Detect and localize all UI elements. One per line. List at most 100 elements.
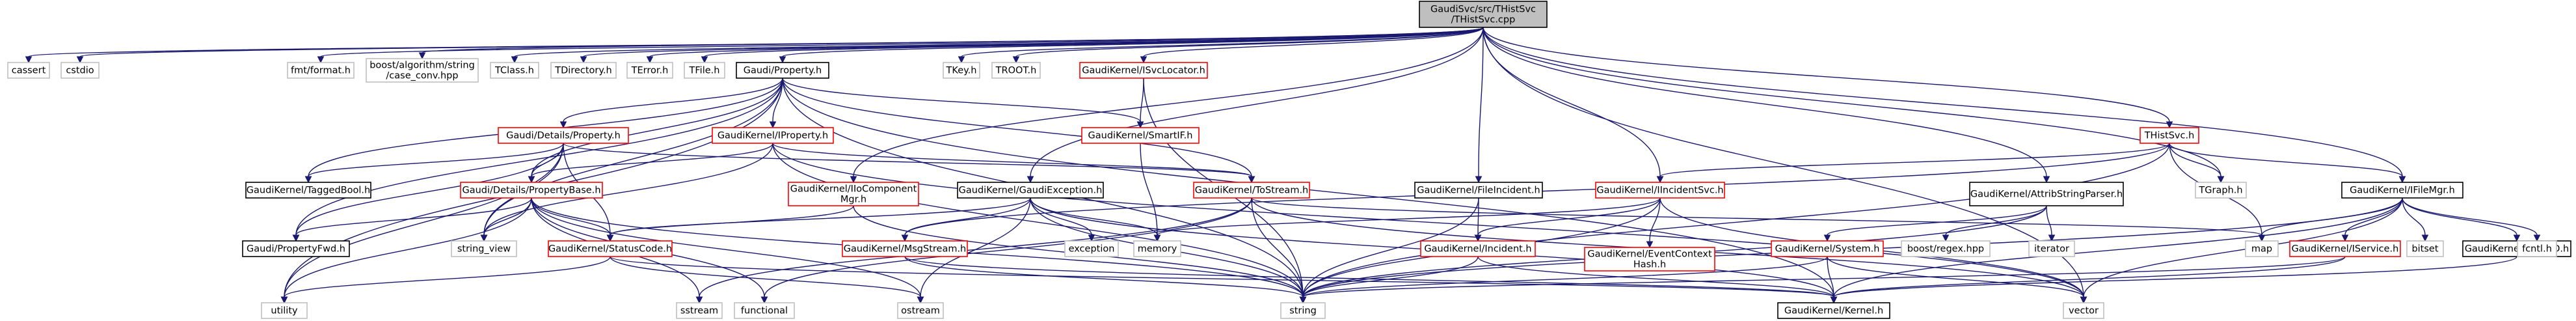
dependency-edge xyxy=(772,143,1304,298)
node-label: GaudiKernel/Incident.h xyxy=(1424,244,1531,255)
node-box xyxy=(1193,182,1310,199)
dependency-arrowhead xyxy=(292,234,300,242)
edge-layer xyxy=(25,27,2541,304)
dependency-edge xyxy=(772,143,2084,298)
node-tkey: TKey.h xyxy=(943,62,980,79)
node-attribparser[interactable]: GaudiKernel/AttribStringParser.h xyxy=(1969,182,2124,206)
node-box xyxy=(1595,182,1725,199)
node-fileincident[interactable]: GaudiKernel/FileIncident.h xyxy=(1414,182,1543,199)
node-tostream[interactable]: GaudiKernel/ToStream.h xyxy=(1193,182,1310,199)
node-label: fmt/format.h xyxy=(291,66,351,76)
node-label: bitset xyxy=(2411,244,2438,255)
dependency-edge xyxy=(1302,256,1828,298)
dependency-edge xyxy=(563,143,1252,177)
node-label: TGraph.h xyxy=(2198,186,2242,196)
dependency-arrowhead xyxy=(701,56,708,64)
node-box xyxy=(1079,62,1208,79)
dependency-edge xyxy=(320,27,1484,57)
node-root: GaudiSvc/src/THistSvc/THistSvc.cpp xyxy=(1419,1,1548,28)
node-gaudiexc[interactable]: GaudiKernel/GaudiException.h xyxy=(957,182,1104,199)
node-system[interactable]: GaudiKernel/System.h xyxy=(1771,240,1884,257)
node-box xyxy=(287,62,355,79)
node-propbase[interactable]: Gaudi/Details/PropertyBase.h xyxy=(460,182,603,199)
dependency-edge xyxy=(1302,256,1479,298)
node-bitset: bitset xyxy=(2406,240,2444,257)
node-label: TROOT.h xyxy=(995,66,1037,76)
dependency-edge xyxy=(1827,205,2047,236)
dependency-arrowhead xyxy=(317,56,325,64)
node-label: string_view xyxy=(457,244,511,255)
dependency-arrowhead xyxy=(958,56,965,64)
node-terror: TError.h xyxy=(626,62,673,79)
dependency-edge xyxy=(2169,143,2221,177)
dependency-edge xyxy=(295,143,564,236)
node-box xyxy=(626,62,673,79)
node-fmt: fmt/format.h xyxy=(287,62,355,79)
node-taggedbool[interactable]: GaudiKernel/TaggedBool.h xyxy=(245,182,371,199)
node-box xyxy=(1584,247,1715,272)
node-box xyxy=(498,127,629,144)
node-label: GaudiKernel/System.h xyxy=(1775,244,1880,255)
node-box xyxy=(842,240,968,257)
dependency-edge xyxy=(772,143,1252,177)
node-label: GaudiKernel/AttribStringParser.h xyxy=(1970,189,2123,200)
node-box xyxy=(2140,127,2199,144)
node-iservice[interactable]: GaudiKernel/IService.h xyxy=(2289,240,2401,257)
node-label: cstdio xyxy=(66,66,94,76)
dependency-edge xyxy=(79,27,1484,57)
node-label: Gaudi/Property.h xyxy=(744,66,822,76)
node-propfwd[interactable]: Gaudi/PropertyFwd.h xyxy=(242,240,350,257)
node-statuscode[interactable]: GaudiKernel/StatusCode.h xyxy=(548,240,673,257)
node-label: GaudiKernel/IIoComponent xyxy=(790,184,917,195)
node-box xyxy=(2028,240,2075,257)
node-msgstream[interactable]: GaudiKernel/MsgStream.h xyxy=(842,240,968,257)
node-box xyxy=(2195,182,2247,199)
dependency-edge xyxy=(1477,256,1834,298)
node-box xyxy=(548,240,673,257)
dependency-arrowhead xyxy=(1830,296,1838,304)
dependency-edge xyxy=(1140,77,1144,122)
node-label: GaudiKernel/ToStream.h xyxy=(1195,186,1309,196)
node-label: GaudiKernel/IFileMgr.h xyxy=(2350,186,2455,196)
dependency-arrowhead xyxy=(2341,234,2349,242)
dependency-edge xyxy=(308,143,564,177)
dependency-edge xyxy=(531,143,773,177)
dependency-edge xyxy=(2402,197,2426,236)
node-iincidentsvc[interactable]: GaudiKernel/IIncidentSvc.h xyxy=(1595,182,1725,199)
node-functional: functional xyxy=(734,302,795,319)
node-incident[interactable]: GaudiKernel/Incident.h xyxy=(1420,240,1536,257)
node-label: GaudiKernel/SmartIF.h xyxy=(1088,131,1193,141)
node-stringview: string_view xyxy=(451,240,517,257)
dependency-arrowhead xyxy=(850,176,857,184)
node-sstream: sstream xyxy=(676,302,723,319)
dependency-edge xyxy=(295,77,783,236)
node-label: map xyxy=(2251,244,2272,255)
dependency-edge xyxy=(699,197,1252,298)
dependency-arrowhead xyxy=(779,56,786,64)
dependency-edge xyxy=(1483,27,1661,177)
dependency-edge xyxy=(1302,143,2170,298)
node-svclocator[interactable]: GaudiKernel/ISvcLocator.h xyxy=(1079,62,1208,79)
node-smartif[interactable]: GaudiKernel/SmartIF.h xyxy=(1081,127,1200,144)
dependency-edge xyxy=(610,205,854,236)
node-box xyxy=(550,62,617,79)
dependency-arrowhead xyxy=(1475,176,1483,184)
node-label: utility xyxy=(271,306,298,316)
dependency-edge xyxy=(2402,197,2538,236)
node-kernel[interactable]: GaudiKernel/Kernel.h xyxy=(1777,302,1890,319)
dependency-edge xyxy=(904,197,1031,236)
node-label: TDirectory.h xyxy=(554,66,611,76)
node-gaudiprop[interactable]: Gaudi/Property.h xyxy=(736,62,829,79)
dependency-arrowhead xyxy=(2048,234,2056,242)
dependency-edge xyxy=(610,197,1031,236)
dependency-arrowhead xyxy=(1823,234,1831,242)
node-thistsvch[interactable]: THistSvc.h xyxy=(2140,127,2199,144)
node-iproperty[interactable]: GaudiKernel/IProperty.h xyxy=(712,127,834,144)
node-ifilemgr[interactable]: GaudiKernel/IFileMgr.h xyxy=(2341,182,2463,199)
node-detailsprop[interactable]: Gaudi/Details/Property.h xyxy=(498,127,629,144)
dependency-arrowhead xyxy=(606,234,614,242)
node-box xyxy=(2063,302,2104,319)
node-cstdio: cstdio xyxy=(60,62,100,79)
